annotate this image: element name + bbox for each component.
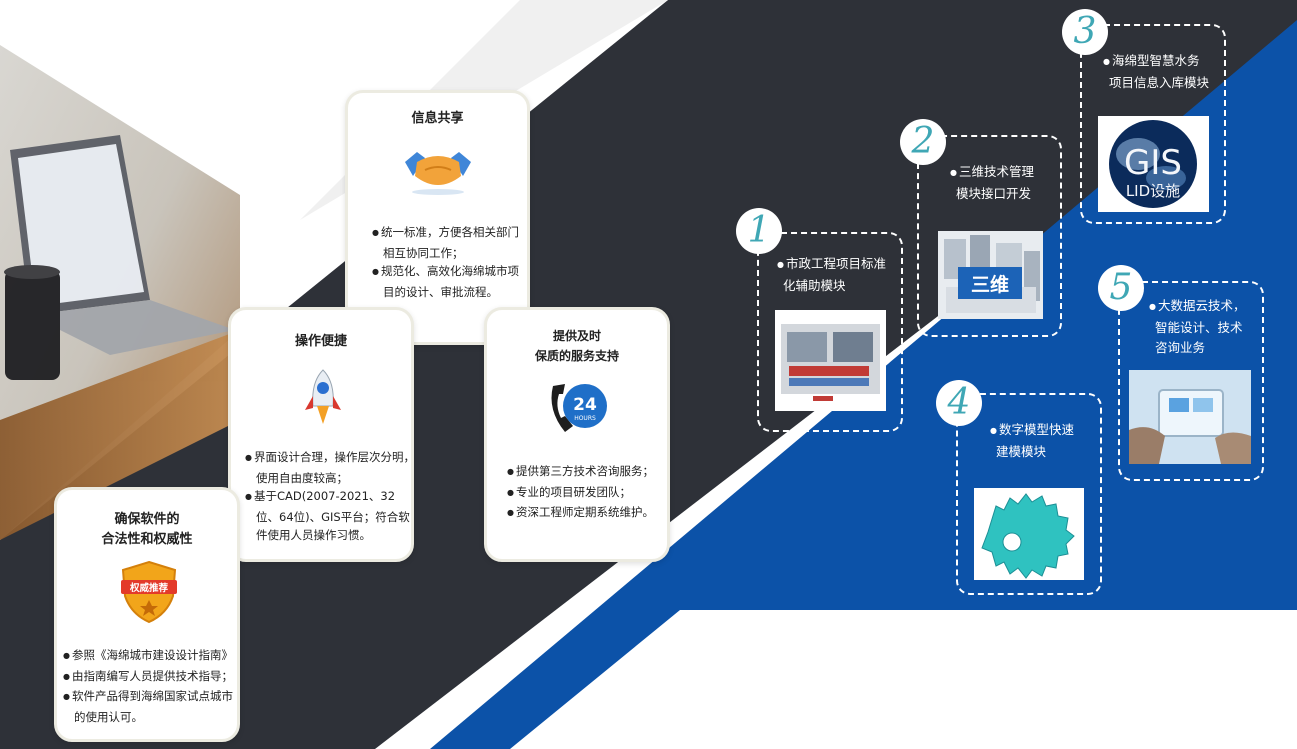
list-item: 资深工程师定期系统维护。 bbox=[507, 503, 669, 524]
card-list: 提供第三方技术咨询服务； 专业的项目研发团队； 资深工程师定期系统维护。 bbox=[507, 462, 669, 524]
card-title: 信息共享 bbox=[411, 111, 464, 126]
card-legitimacy-authority: 确保软件的 合法性和权威性 权威推荐 参照《海绵城市建设设计指南》 由指南编写人… bbox=[54, 487, 240, 742]
module-number-4: 4 bbox=[936, 380, 982, 426]
list-item: 软件产品得到海绵国家试点城市的使用认可。 bbox=[63, 687, 241, 726]
card-list: 参照《海绵城市建设设计指南》 由指南编写人员提供技术指导； 软件产品得到海绵国家… bbox=[63, 646, 241, 726]
laptop-photo bbox=[0, 135, 240, 540]
phone-icon-label: HOURS bbox=[574, 415, 596, 422]
module-number-3: 3 bbox=[1062, 9, 1108, 55]
list-item: 专业的项目研发团队； bbox=[507, 483, 669, 504]
card-list: 界面设计合理，操作层次分明，使用自由度较高； 基于CAD(2007-2021、3… bbox=[245, 448, 415, 545]
municipal-tunnel-image bbox=[775, 310, 886, 411]
tablet-touch-image bbox=[1129, 370, 1251, 464]
list-item: 统一标准，方便各相关部门相互协同工作； bbox=[372, 223, 520, 262]
3d-label: 三维 bbox=[971, 273, 1009, 296]
handshake-icon bbox=[405, 152, 471, 195]
list-item: 参照《海绵城市建设设计指南》 bbox=[63, 646, 241, 667]
module-number-5: 5 bbox=[1098, 265, 1144, 311]
lid-label: LID设施 bbox=[1126, 182, 1180, 200]
list-item: 基于CAD(2007-2021、32位、64位)、GIS平台；符合软件使用人员操… bbox=[245, 487, 415, 545]
phone-24-hours-icon: 24 HOURS bbox=[551, 384, 607, 432]
3d-buildings-image: 三维 bbox=[938, 231, 1043, 319]
module-number-1: 1 bbox=[736, 208, 782, 254]
card-title: 确保软件的 合法性和权威性 bbox=[101, 512, 193, 547]
gear-model-image bbox=[974, 488, 1084, 580]
list-item: 由指南编写人员提供技术指导； bbox=[63, 667, 241, 688]
list-item: 界面设计合理，操作层次分明，使用自由度较高； bbox=[245, 448, 415, 487]
list-item: 提供第三方技术咨询服务； bbox=[507, 462, 669, 483]
module-2 bbox=[917, 135, 1062, 337]
phone-icon-number: 24 bbox=[573, 395, 597, 415]
module-4 bbox=[956, 393, 1102, 595]
card-easy-operation: 操作便捷 界面设计合理，操作层次分明，使用自由度较高； 基于CAD(2007-2… bbox=[228, 307, 415, 562]
card-service-support: 提供及时 保质的服务支持 24 HOURS 提供第三方技术咨询服务； 专业的项目… bbox=[484, 307, 670, 562]
rocket-icon bbox=[305, 369, 341, 424]
list-item: 规范化、高效化海绵城市项目的设计、审批流程。 bbox=[372, 262, 520, 301]
card-info-sharing: 信息共享 统一标准，方便各相关部门相互协同工作； 规范化、高效化海绵城市项目的设… bbox=[345, 90, 530, 345]
card-title: 提供及时 保质的服务支持 bbox=[534, 329, 619, 363]
card-title: 操作便捷 bbox=[294, 334, 347, 349]
module-1 bbox=[757, 232, 903, 432]
card-list: 统一标准，方便各相关部门相互协同工作； 规范化、高效化海绵城市项目的设计、审批流… bbox=[372, 223, 520, 301]
shield-badge-icon: 权威推荐 bbox=[121, 560, 177, 624]
module-number-2: 2 bbox=[900, 119, 946, 165]
badge-text: 权威推荐 bbox=[129, 582, 169, 594]
gis-label: GIS bbox=[1124, 143, 1182, 183]
module-5 bbox=[1118, 281, 1264, 481]
module-3 bbox=[1080, 24, 1226, 224]
gis-globe-image: GIS LID设施 bbox=[1098, 116, 1209, 212]
